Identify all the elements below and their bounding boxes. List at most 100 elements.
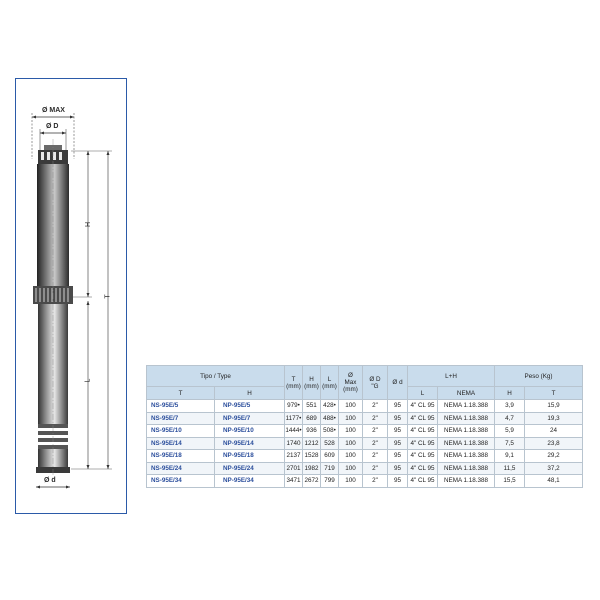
t-cell: 2137: [284, 449, 303, 463]
header-lh: L+H: [406, 365, 496, 387]
nema-cell: NEMA 1.18.388: [436, 461, 496, 475]
od-cell: 2": [362, 436, 388, 450]
motor-cell: 4" CL 95: [407, 411, 438, 425]
h-cell: 689: [302, 411, 321, 425]
pump-drawing-panel: Ø MAX Ø D H T L Ø d: [15, 78, 127, 514]
h-cell: 2672: [302, 474, 321, 488]
header-tipo-t: T: [146, 386, 215, 400]
header-peso-t: T: [524, 386, 584, 400]
t-cell: 1740: [284, 436, 303, 450]
od-cell: 2": [362, 411, 388, 425]
table-row: NS-95E/34 NP-95E/34 3471 2672 799 100 2"…: [146, 474, 584, 488]
header-col-h: H(mm): [302, 365, 321, 400]
nema-cell: NEMA 1.18.388: [436, 399, 496, 413]
header-tipo: Tipo / Type: [146, 365, 285, 387]
peso-t-cell: 19,3: [524, 411, 584, 425]
l-cell: 488•: [320, 411, 339, 425]
peso-h-cell: 15,5: [494, 474, 526, 488]
nema-cell: NEMA 1.18.388: [436, 424, 496, 438]
header-lh-nema: NEMA: [436, 386, 496, 400]
motor-cell: 4" CL 95: [407, 399, 438, 413]
table-row: NS-95E/18 NP-95E/18 2137 1528 609 100 2"…: [146, 449, 584, 463]
header-peso-h: H: [494, 386, 526, 400]
dmax-cell: 100: [338, 474, 363, 488]
dim-t-label: T: [104, 294, 112, 299]
l-cell: 528: [320, 436, 339, 450]
model-t-cell: NS-95E/24: [146, 461, 215, 475]
od-cell: 2": [362, 424, 388, 438]
d-cell: 95: [387, 436, 408, 450]
motor-cell: 4" CL 95: [407, 436, 438, 450]
od-cell: 2": [362, 474, 388, 488]
peso-t-cell: 24: [524, 424, 584, 438]
l-cell: 508•: [320, 424, 339, 438]
table-row: NS-95E/5 NP-95E/5 979• 551 428• 100 2" 9…: [146, 399, 584, 413]
dmax-cell: 100: [338, 436, 363, 450]
dim-l-label: L: [84, 378, 92, 383]
od-cell: 2": [362, 449, 388, 463]
d-cell: 95: [387, 411, 408, 425]
model-t-cell: NS-95E/7: [146, 411, 215, 425]
table-row: NS-95E/14 NP-95E/14 1740 1212 528 100 2"…: [146, 436, 584, 450]
header-col-t: T(mm): [284, 365, 303, 400]
peso-h-cell: 11,5: [494, 461, 526, 475]
d-cell: 95: [387, 399, 408, 413]
peso-h-cell: 7,5: [494, 436, 526, 450]
d-cell: 95: [387, 449, 408, 463]
d-cell: 95: [387, 424, 408, 438]
model-h-cell: NP-95E/10: [214, 424, 285, 438]
dmax-cell: 100: [338, 399, 363, 413]
t-cell: 2701: [284, 461, 303, 475]
peso-t-cell: 15,9: [524, 399, 584, 413]
dmax-cell: 100: [338, 411, 363, 425]
peso-h-cell: 9,1: [494, 449, 526, 463]
motor-cell: 4" CL 95: [407, 474, 438, 488]
model-h-cell: NP-95E/34: [214, 474, 285, 488]
peso-h-cell: 3,9: [494, 399, 526, 413]
header-lh-l: L: [407, 386, 438, 400]
motor-cell: 4" CL 95: [407, 449, 438, 463]
model-h-cell: NP-95E/14: [214, 436, 285, 450]
nema-cell: NEMA 1.18.388: [436, 411, 496, 425]
model-t-cell: NS-95E/5: [146, 399, 215, 413]
table-row: NS-95E/10 NP-95E/10 1444• 936 508• 100 2…: [146, 424, 584, 438]
table-row: NS-95E/24 NP-95E/24 2701 1982 719 100 2"…: [146, 461, 584, 475]
h-cell: 551: [302, 399, 321, 413]
model-t-cell: NS-95E/14: [146, 436, 215, 450]
header-od: Ø D"G: [362, 365, 388, 400]
motor-cell: 4" CL 95: [407, 461, 438, 475]
t-cell: 979•: [284, 399, 303, 413]
d-cell: 95: [387, 474, 408, 488]
l-cell: 609: [320, 449, 339, 463]
table-row: NS-95E/7 NP-95E/7 1177• 689 488• 100 2" …: [146, 411, 584, 425]
l-cell: 799: [320, 474, 339, 488]
h-cell: 1528: [302, 449, 321, 463]
model-h-cell: NP-95E/5: [214, 399, 285, 413]
peso-t-cell: 23,8: [524, 436, 584, 450]
dmax-cell: 100: [338, 449, 363, 463]
od-cell: 2": [362, 461, 388, 475]
peso-t-cell: 37,2: [524, 461, 584, 475]
nema-cell: NEMA 1.18.388: [436, 436, 496, 450]
h-cell: 1982: [302, 461, 321, 475]
t-cell: 3471: [284, 474, 303, 488]
d-cell: 95: [387, 461, 408, 475]
model-h-cell: NP-95E/18: [214, 449, 285, 463]
dim-d-upper-label: Ø D: [46, 123, 59, 130]
dmax-cell: 100: [338, 424, 363, 438]
header-tipo-h: H: [214, 386, 285, 400]
header-peso: Peso (Kg): [494, 365, 584, 387]
peso-h-cell: 5,9: [494, 424, 526, 438]
peso-t-cell: 48,1: [524, 474, 584, 488]
model-h-cell: NP-95E/7: [214, 411, 285, 425]
peso-t-cell: 29,2: [524, 449, 584, 463]
h-cell: 936: [302, 424, 321, 438]
dim-h-label: H: [85, 221, 93, 228]
h-cell: 1212: [302, 436, 321, 450]
model-t-cell: NS-95E/34: [146, 474, 215, 488]
model-t-cell: NS-95E/18: [146, 449, 215, 463]
model-t-cell: NS-95E/10: [146, 424, 215, 438]
dim-dmax-label: Ø MAX: [42, 107, 65, 114]
